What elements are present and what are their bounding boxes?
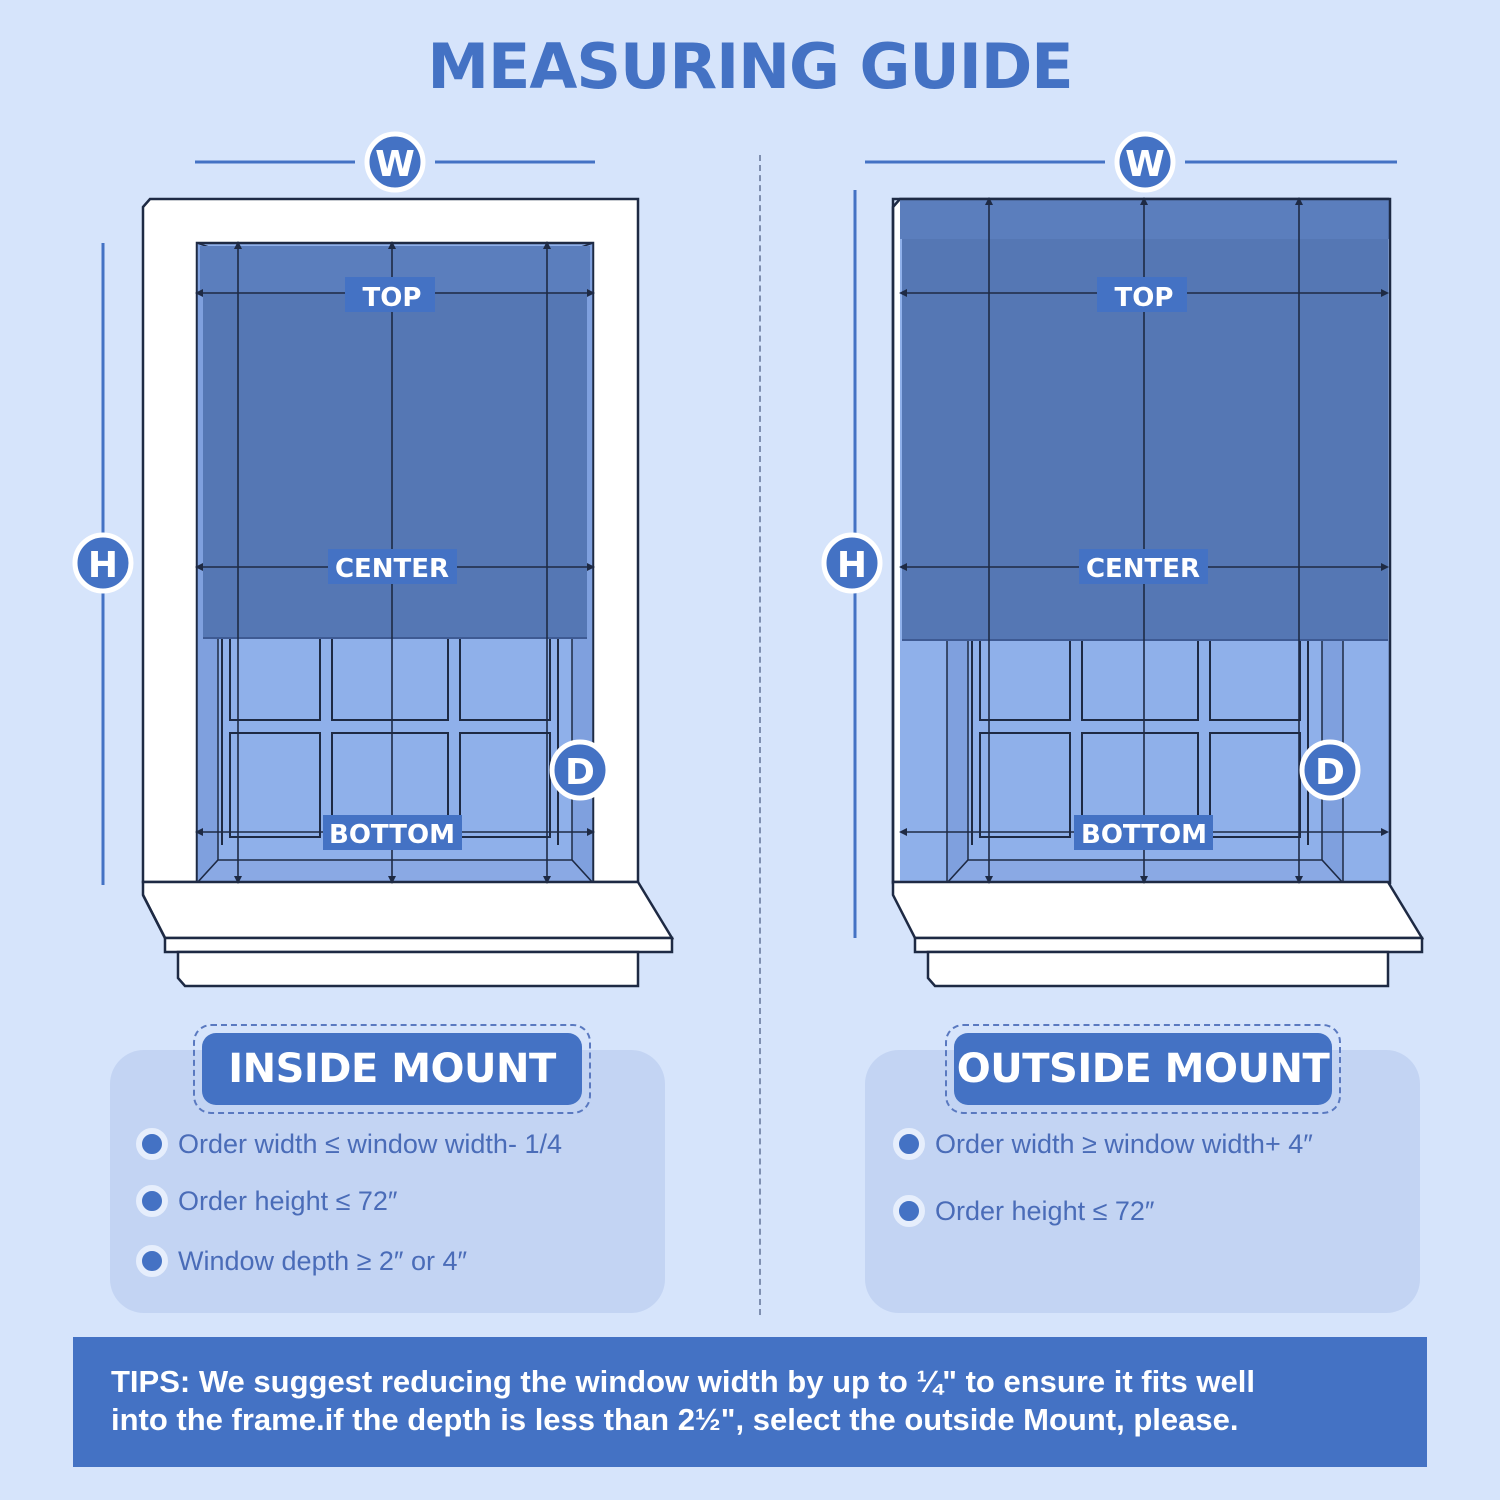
window-frame <box>891 197 1425 988</box>
outside-mount-title-frame: OUTSIDE MOUNT <box>945 1024 1341 1114</box>
bullet-icon <box>893 1195 925 1227</box>
bullet-icon <box>893 1128 925 1160</box>
depth-badge <box>1299 739 1361 801</box>
rule-text: Order width ≤ window width- 1/4 <box>178 1128 562 1159</box>
section-divider <box>759 155 761 1315</box>
top-label-box <box>1097 277 1187 312</box>
bottom-label: BOTTOM <box>1081 820 1207 850</box>
height-badge <box>72 532 134 594</box>
outside-mount-title: OUTSIDE MOUNT <box>954 1033 1332 1105</box>
height-badge <box>821 532 883 594</box>
height-badge-label: H <box>88 545 118 586</box>
outside-rule-height: Order height ≤ 72″ <box>893 1195 1155 1227</box>
width-badge-label: W <box>1125 144 1165 185</box>
bullet-icon <box>136 1185 168 1217</box>
depth-badge-label: D <box>1315 752 1345 793</box>
page-title: MEASURING GUIDE <box>427 30 1073 103</box>
top-label: TOP <box>1115 283 1174 313</box>
rule-text: Window depth ≥ 2″ or 4″ <box>178 1245 468 1276</box>
tips-line-2: into the frame.if the depth is less than… <box>111 1402 1239 1437</box>
depth-badge-label: D <box>565 752 595 793</box>
inside-rule-depth: Window depth ≥ 2″ or 4″ <box>136 1245 467 1277</box>
tips-banner: TIPS: We suggest reducing the window wid… <box>73 1337 1427 1467</box>
top-label: TOP <box>363 283 422 313</box>
center-label-box <box>1079 549 1208 584</box>
bullet-icon <box>136 1245 168 1277</box>
shade-roller <box>900 199 1390 239</box>
bottom-label-box <box>323 815 462 850</box>
inside-mount-diagram: TOP CENTER BOTTOM W H D <box>72 131 675 988</box>
inside-mount-title-frame: INSIDE MOUNT <box>193 1024 591 1114</box>
center-label: CENTER <box>1086 554 1200 584</box>
window-frame <box>141 197 675 988</box>
inside-rule-height: Order height ≤ 72″ <box>136 1185 398 1217</box>
center-label-box <box>328 549 457 584</box>
bullet-icon <box>136 1128 168 1160</box>
width-badge <box>1114 131 1176 193</box>
bottom-label-box <box>1074 815 1213 850</box>
tips-line-1: TIPS: We suggest reducing the window wid… <box>111 1364 1255 1399</box>
width-badge <box>364 131 426 193</box>
top-label-box <box>345 277 435 312</box>
bottom-label: BOTTOM <box>329 820 455 850</box>
rule-text: Order height ≤ 72″ <box>178 1185 398 1216</box>
outside-rule-width: Order width ≥ window width+ 4″ <box>893 1128 1313 1160</box>
center-label: CENTER <box>335 554 449 584</box>
rule-text: Order width ≥ window width+ 4″ <box>935 1128 1313 1159</box>
roller-shade <box>203 292 587 638</box>
rule-text: Order height ≤ 72″ <box>935 1195 1155 1226</box>
outside-mount-diagram: TOP CENTER BOTTOM W H D <box>821 131 1425 988</box>
inside-mount-title: INSIDE MOUNT <box>202 1033 582 1105</box>
height-badge-label: H <box>837 545 867 586</box>
depth-badge <box>549 739 611 801</box>
width-badge-label: W <box>375 144 415 185</box>
inside-rule-width: Order width ≤ window width- 1/4 <box>136 1128 562 1160</box>
